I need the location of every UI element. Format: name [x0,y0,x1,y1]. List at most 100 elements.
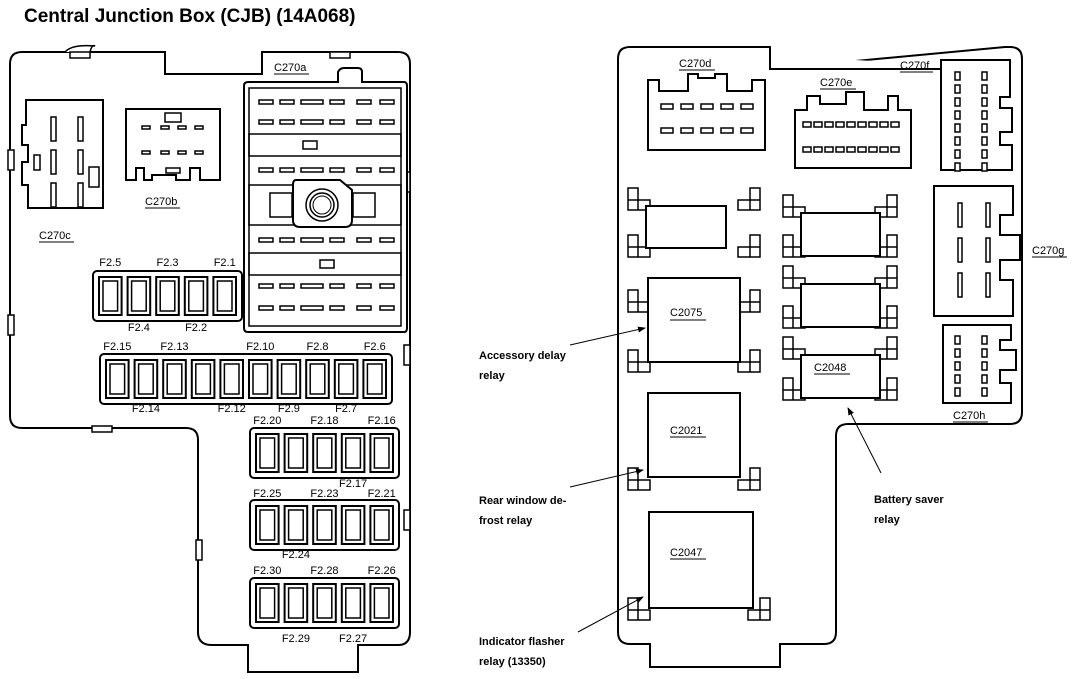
pin [981,84,988,94]
pin [835,121,845,128]
relay-c2047 [648,511,754,609]
relay-c2048 [800,354,881,399]
label-c2048: C2048 [814,362,846,374]
relay-clip [874,336,898,360]
connector-c270d [647,73,766,151]
callout-line-2: relay [479,370,505,382]
pin [981,374,988,384]
pin [300,283,324,289]
relay-slot-mid-2 [800,283,881,328]
label-c270g: C270g [1032,245,1064,257]
pin [329,237,345,243]
fuse-label: F2.14 [132,403,160,415]
fuse-label: F2.10 [246,341,274,353]
fuse-label: F2.26 [368,565,396,577]
pin [981,348,988,358]
pin [379,167,395,173]
pin [846,146,856,153]
fuse-cavity [137,363,154,395]
fuse-label: F2.20 [253,415,281,427]
pin [824,146,834,153]
fuse-label: F2.7 [335,403,357,415]
callout-line-1: Battery saver [874,494,944,506]
pin [879,146,889,153]
pin [700,103,714,110]
pin [300,305,324,311]
callout-rear-window-defrost-relay: Rear window de- frost relay [479,491,566,531]
fuse-label: F2.28 [310,565,338,577]
pin [356,305,372,311]
connector-c270a [243,67,408,333]
fuse-cavity [259,509,276,541]
relay-clip [782,265,806,289]
relay-clip [874,265,898,289]
fuse-cavity [287,437,304,469]
relay-clips [627,187,898,621]
fuse-cavity [345,437,362,469]
pin [954,110,961,120]
pin [300,167,324,173]
pin [300,119,324,125]
pin [890,121,900,128]
pin [279,305,295,311]
relay-clip [737,234,761,258]
pin [279,283,295,289]
fuse-label: F2.29 [282,633,310,645]
fuse-label: F2.1 [214,257,236,269]
label-c270d: C270d [679,58,711,70]
connector-c270g [933,185,1021,317]
pin [279,119,295,125]
pin [720,103,734,110]
connector-c270h [942,324,1017,404]
pin [258,283,274,289]
pin [981,123,988,133]
fuse-label: F2.16 [368,415,396,427]
callout-line-1: Rear window de- [479,495,567,507]
fuse-cavity [373,509,390,541]
connector-c270c [21,99,104,209]
fuse-cavity [316,437,333,469]
relay-clip [747,597,771,621]
fuse-label: F2.18 [310,415,338,427]
label-c270h: C270h [953,410,985,422]
fuse-cavity [130,280,147,312]
pin [379,119,395,125]
pin [279,99,295,105]
fuse-label: F2.27 [339,633,367,645]
callout-line-2: relay [874,514,900,526]
pin [279,237,295,243]
label-c2021: C2021 [670,425,702,437]
pin [835,146,845,153]
callout-indicator-flasher-relay: Indicator flasher relay (13350) [479,632,565,672]
label-c2047: C2047 [670,547,702,559]
pin [981,387,988,397]
pin [981,71,988,81]
pin [379,283,395,289]
fuse-cavity [223,363,240,395]
pin [802,146,812,153]
fuse-cavity [252,363,269,395]
pin [329,119,345,125]
pin [356,237,372,243]
callout-line-2: relay (13350) [479,656,546,668]
fuse-label: F2.9 [278,403,300,415]
fuse-label: F2.12 [218,403,246,415]
fuse-label: F2.17 [339,478,367,490]
fuse-cavity [345,587,362,619]
relay-clip [737,187,761,211]
pin [258,167,274,173]
fuse-label: F2.24 [282,549,310,561]
pin [954,84,961,94]
relay-slot-top-left [645,205,727,249]
pin [824,121,834,128]
pin [857,146,867,153]
pin [868,146,878,153]
pin [868,121,878,128]
fuse-label: F2.2 [185,322,207,334]
pin [258,119,274,125]
pin [857,121,867,128]
pin [890,146,900,153]
